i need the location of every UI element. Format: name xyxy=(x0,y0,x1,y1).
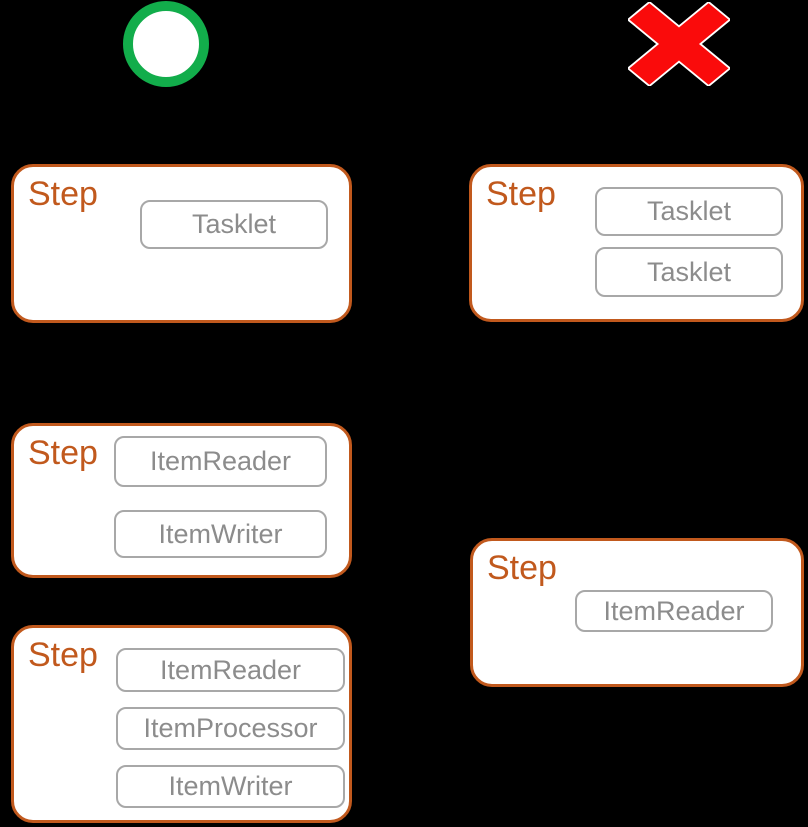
component-box-itemwriter: ItemWriter xyxy=(116,765,345,808)
component-box-itemprocessor: ItemProcessor xyxy=(116,707,345,750)
component-box-itemreader: ItemReader xyxy=(575,590,773,632)
component-box-tasklet: Tasklet xyxy=(595,247,783,297)
component-box-itemwriter: ItemWriter xyxy=(114,510,327,558)
step-box-double-tasklet-invalid: Step Tasklet Tasklet xyxy=(469,164,804,322)
x-mark-icon xyxy=(628,2,730,86)
component-box-itemreader: ItemReader xyxy=(116,648,345,692)
step-label: Step xyxy=(28,434,98,472)
step-box-tasklet-valid: Step Tasklet xyxy=(11,164,352,323)
check-circle-icon xyxy=(123,1,209,87)
component-box-itemreader: ItemReader xyxy=(114,436,327,487)
step-label: Step xyxy=(487,549,557,587)
component-box-tasklet: Tasklet xyxy=(140,200,328,249)
component-box-tasklet: Tasklet xyxy=(595,187,783,236)
step-box-reader-only-invalid: Step ItemReader xyxy=(470,538,804,687)
step-box-reader-writer-valid: Step ItemReader ItemWriter xyxy=(11,423,352,578)
step-label: Step xyxy=(28,175,98,213)
step-label: Step xyxy=(28,636,98,674)
step-label: Step xyxy=(486,175,556,213)
step-box-reader-processor-writer-valid: Step ItemReader ItemProcessor ItemWriter xyxy=(11,625,352,823)
